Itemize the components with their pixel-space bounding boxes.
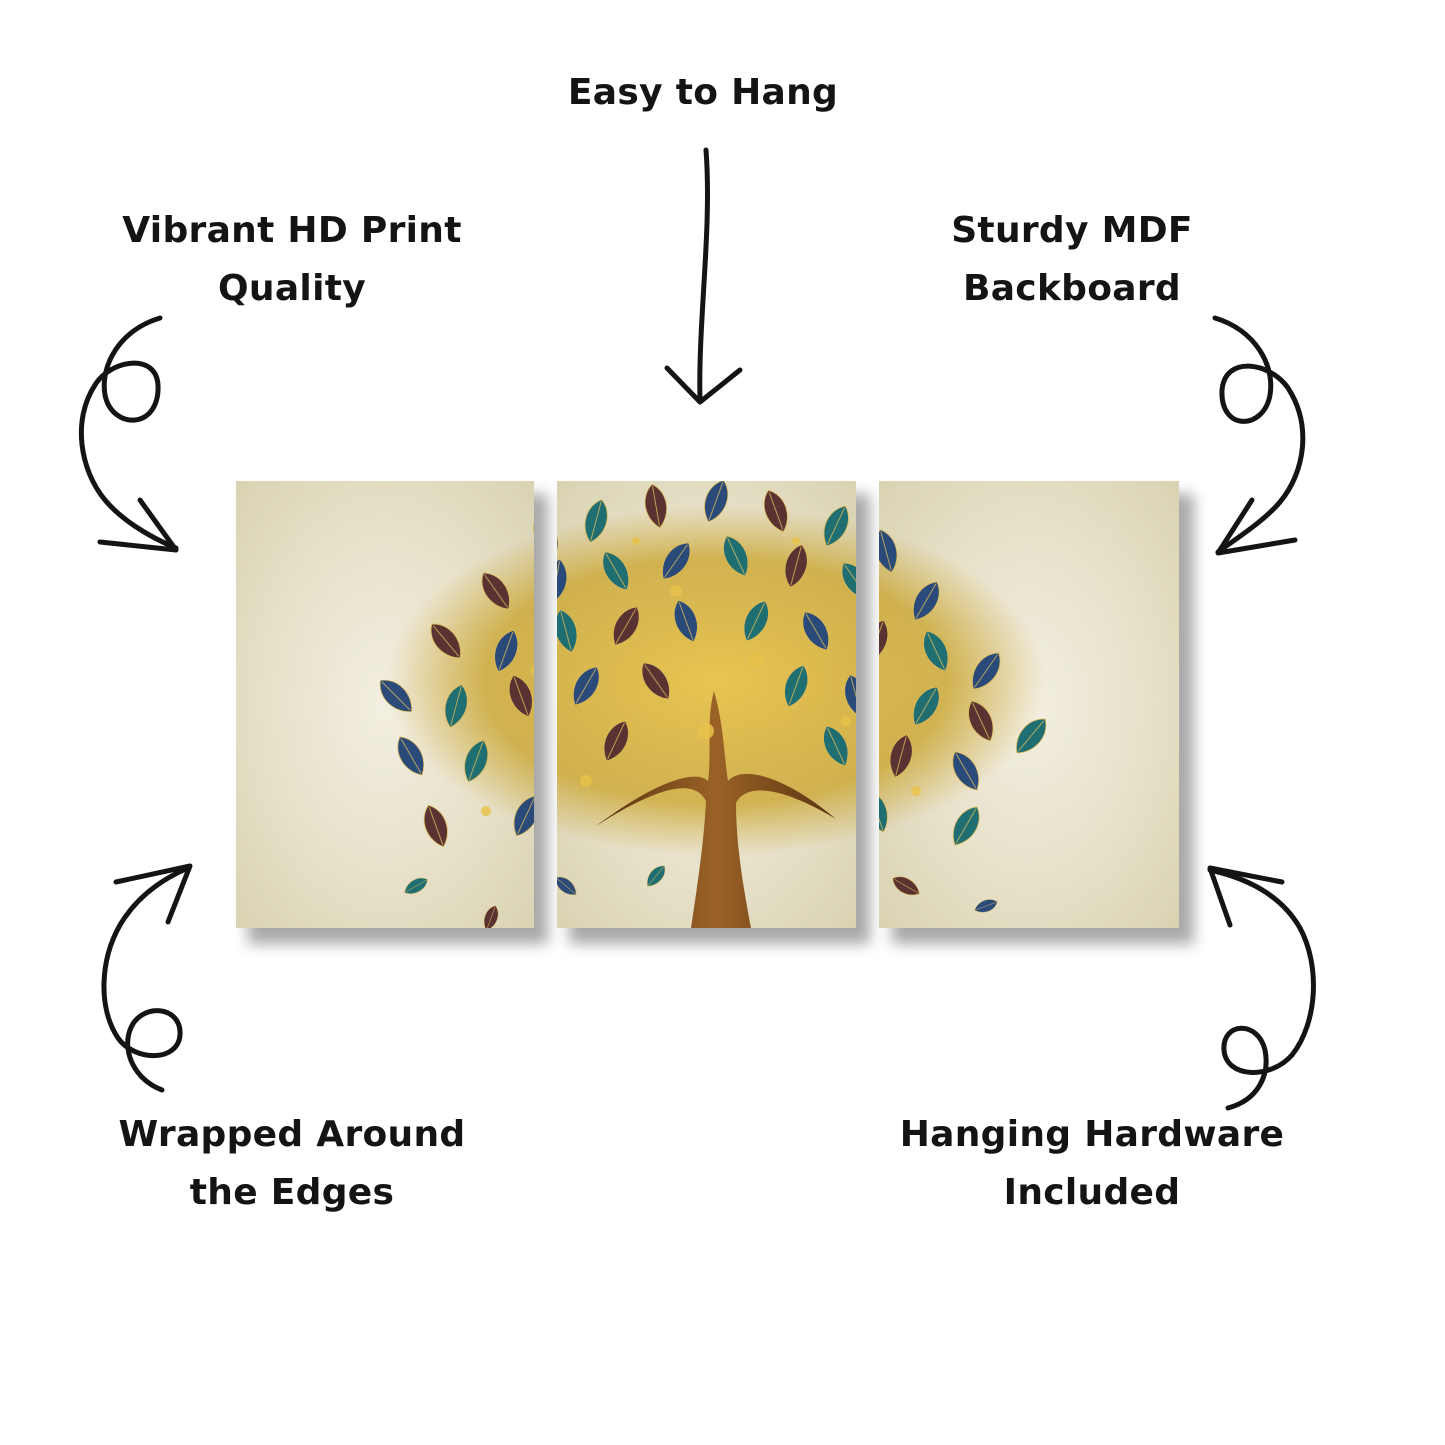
curly-arrow-icon (1207, 865, 1316, 1111)
feature-label-hanging-hardware: Hanging Hardware Included (899, 1114, 1285, 1213)
curly-arrow-icon (1212, 315, 1306, 556)
feature-label-wrapped-edges: Wrapped Around the Edges (118, 1114, 466, 1213)
down-arrow-icon (664, 147, 743, 405)
feature-label-easy-to-hang: Easy to Hang (567, 72, 839, 113)
curly-arrow-icon (101, 863, 193, 1093)
feature-label-mdf-backboard: Sturdy MDF Backboard (951, 210, 1193, 309)
feature-label-print-quality: Vibrant HD Print Quality (122, 210, 462, 309)
curly-arrow-icon (78, 315, 179, 553)
